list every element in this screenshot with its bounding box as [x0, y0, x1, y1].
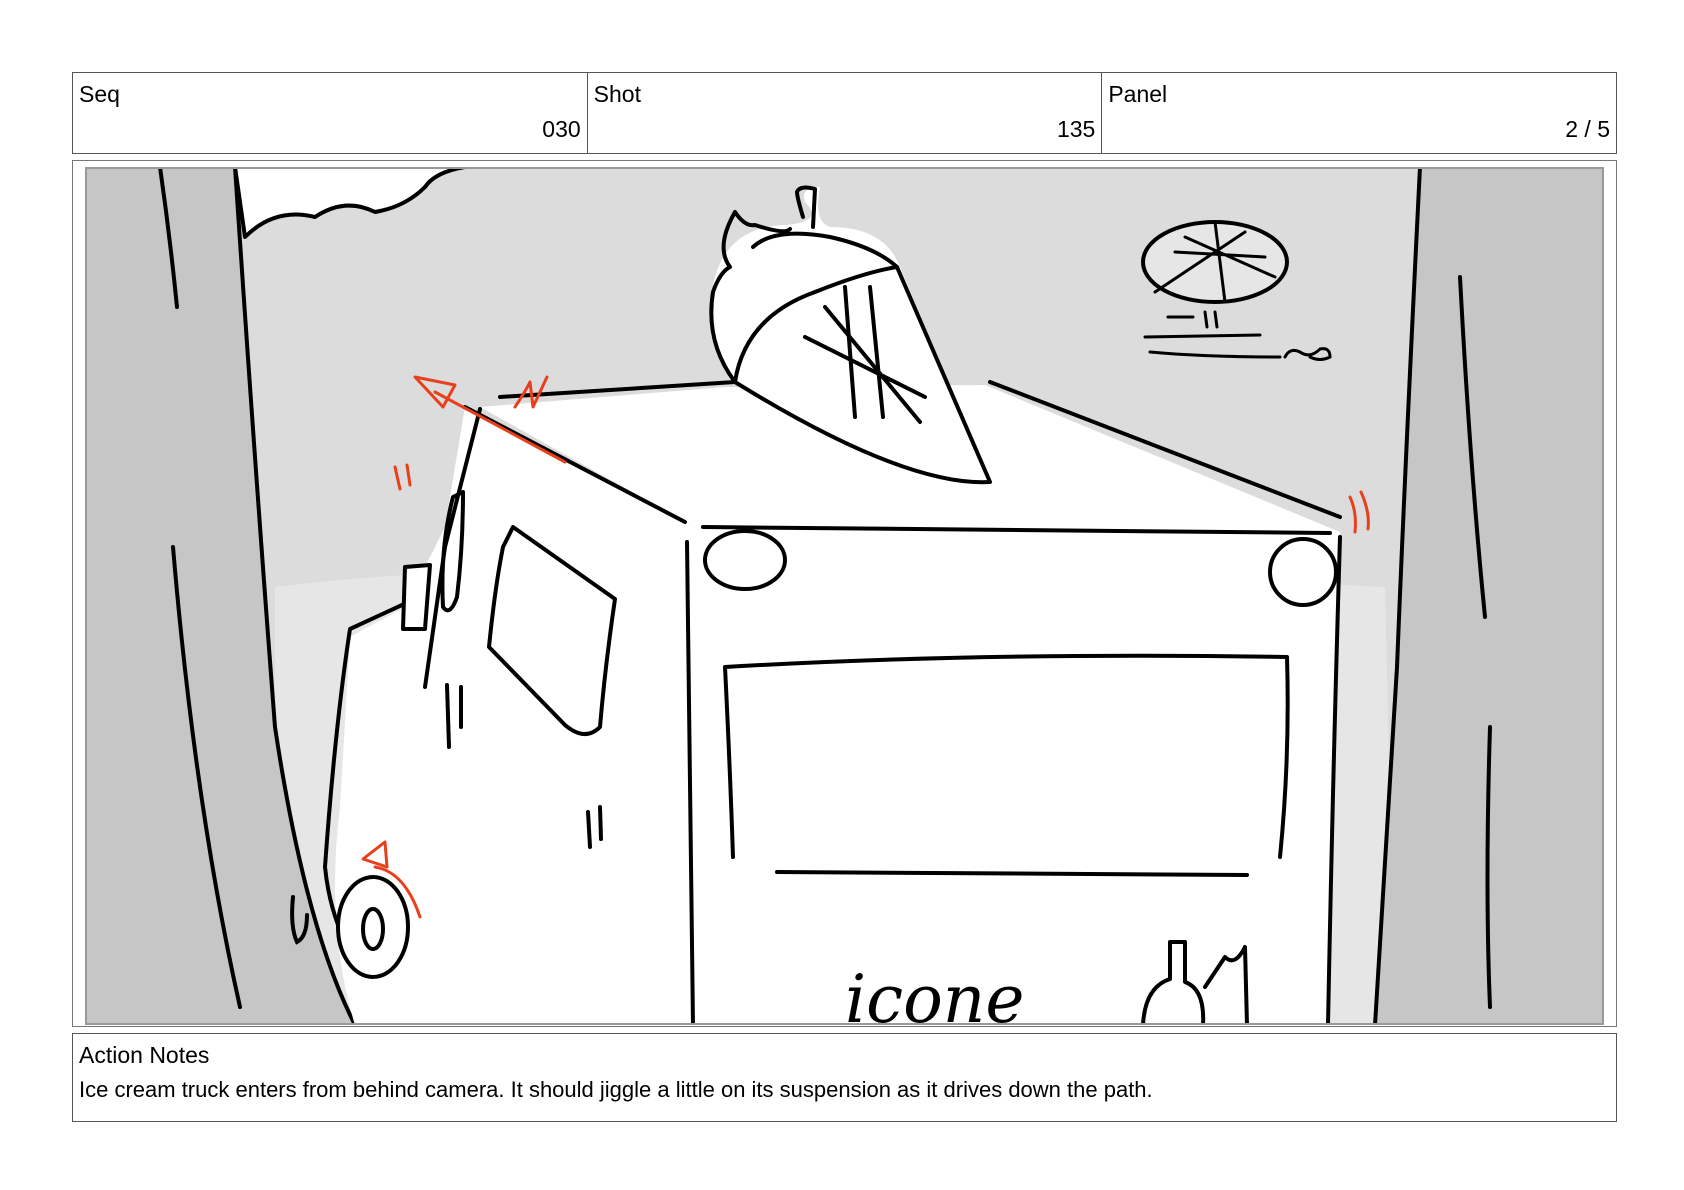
cone-scoop — [709, 210, 792, 384]
seq-cell: Seq 030 — [73, 73, 588, 153]
truck-lettering: icone — [845, 961, 1024, 1025]
motion-arrow-head — [413, 375, 457, 409]
cone-wafer — [733, 265, 992, 485]
cone-topper — [795, 185, 817, 229]
truck-back — [695, 527, 1340, 1025]
motion-squiggle — [513, 375, 549, 409]
door-marks — [445, 683, 463, 749]
storyboard-panel-drawing: icone — [85, 167, 1604, 1025]
front-wheel-hub — [361, 907, 385, 951]
storyboard-header: Seq 030 Shot 135 Panel 2 / 5 — [72, 72, 1617, 154]
truck-roof-left-edge — [463, 405, 687, 524]
truck-corner-edge — [685, 540, 695, 1025]
front-wheel — [336, 875, 410, 979]
cone-rim — [751, 231, 899, 269]
truck-right-edge — [1326, 535, 1342, 1025]
cone-crosshatch — [803, 285, 927, 424]
right-tree-trunk — [1375, 167, 1604, 1025]
storyboard-panel-frame: icone — [72, 160, 1617, 1027]
serving-counter — [775, 870, 1249, 877]
bow-icon — [1203, 945, 1249, 1025]
shot-cell: Shot 135 — [588, 73, 1103, 153]
dispenser-icon — [1141, 940, 1206, 1025]
ice-cream-truck: icone — [290, 380, 1342, 1025]
jiggle-marks-left — [393, 463, 412, 491]
side-mirror — [401, 563, 432, 631]
ground-mark — [290, 895, 309, 945]
wheel-rotation-arrowhead — [361, 840, 389, 869]
panel-cell: Panel 2 / 5 — [1102, 73, 1616, 153]
jiggle-marks-right — [1348, 490, 1370, 534]
right-tree-line-1 — [1458, 275, 1487, 619]
action-notes: Action Notes Ice cream truck enters from… — [72, 1033, 1617, 1122]
shot-label: Shot — [593, 81, 641, 107]
distant-umbrella — [1141, 220, 1332, 361]
motion-marks — [361, 375, 1370, 919]
side-window — [487, 525, 617, 736]
action-notes-label: Action Notes — [79, 1042, 210, 1068]
truck-roof-right-edge — [988, 380, 1342, 519]
action-notes-text: Ice cream truck enters from behind camer… — [79, 1077, 1153, 1102]
seq-label: Seq — [79, 81, 120, 107]
panel-label: Panel — [1108, 81, 1168, 107]
left-tree-edge — [233, 167, 357, 1025]
umbrella-table — [1143, 310, 1282, 359]
umbrella-ribs — [1153, 220, 1277, 304]
side-marks — [586, 805, 603, 849]
panel-border — [85, 167, 1604, 1025]
roof-ice-cream-cone — [709, 185, 992, 485]
rear-light-left — [703, 529, 787, 591]
left-tree-line-1 — [158, 167, 179, 309]
panel-value: 2 / 5 — [1565, 116, 1611, 142]
shot-value: 135 — [1056, 116, 1096, 142]
motion-arrow-line — [433, 390, 567, 464]
wheel-rotation-arc — [373, 865, 422, 919]
truck-roof-back-edge — [701, 525, 1332, 535]
seq-value: 030 — [542, 116, 581, 142]
tree-foliage — [233, 167, 467, 239]
right-tree-edge — [1373, 167, 1422, 1025]
rear-light-right — [1268, 537, 1338, 607]
right-tree-line-2 — [1485, 725, 1492, 1009]
left-tree-line-2 — [171, 545, 242, 1009]
serving-window — [723, 653, 1290, 859]
umbrella-squiggle — [1283, 347, 1332, 361]
truck-side — [335, 407, 695, 1025]
front-window-edge — [440, 490, 465, 613]
sketch-drawing: icone — [85, 167, 1604, 1025]
